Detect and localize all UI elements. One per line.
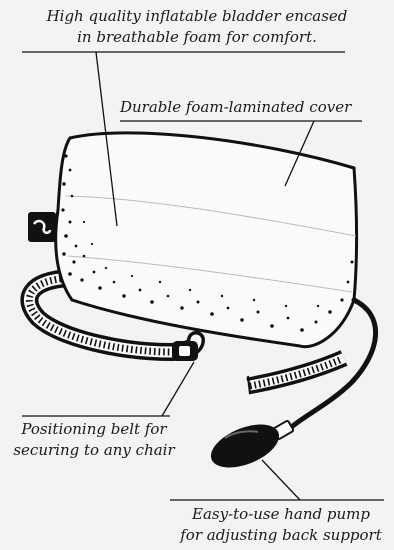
callout-belt-line1: Positioning belt for [0,419,188,440]
callout-bladder-line1: High quality inflatable bladder encased [0,6,394,27]
callout-belt: Positioning belt for securing to any cha… [0,419,188,461]
pump-bulb [205,416,285,476]
cushion-side-tag [28,212,56,242]
callout-cover: Durable foam-laminated cover [120,97,392,118]
callout-cover-text: Durable foam-laminated cover [120,97,392,118]
callout-belt-line2: securing to any chair [0,440,188,461]
belt-buckle [172,341,198,361]
callout-bladder: High quality inflatable bladder encased … [0,6,394,48]
callout-bladder-line2: in breathable foam for comfort. [0,27,394,48]
lumbar-cushion [28,133,357,347]
callout-pump-line1: Easy-to-use hand pump [170,504,392,525]
callout-pump: Easy-to-use hand pump for adjusting back… [170,504,392,546]
callout-pump-line2: for adjusting back support [170,525,392,546]
